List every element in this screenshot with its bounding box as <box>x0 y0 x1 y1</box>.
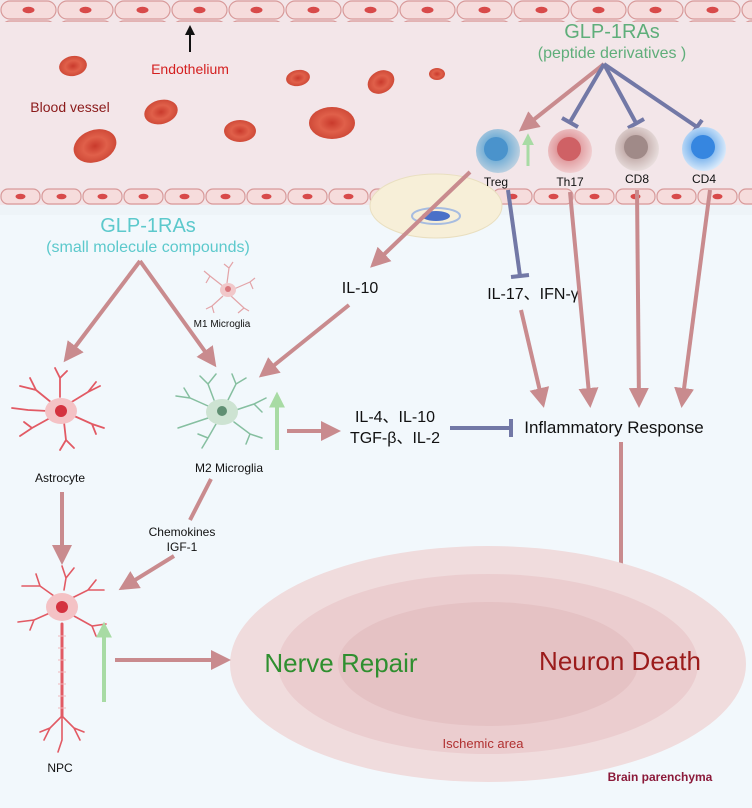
m1-microglia-cell <box>203 261 256 314</box>
cytokines-inhibit-inflammation <box>450 419 513 437</box>
glp1ras-small-subtitle: (small molecule compounds) <box>46 239 250 256</box>
treg-label: Treg <box>484 175 508 189</box>
glp1ras-small-title: GLP-1RAs <box>100 215 196 237</box>
neuron-death-label: Neuron Death <box>539 646 701 676</box>
peptide-inhibits-cd8 <box>602 63 645 130</box>
brain-parenchyma-label: Brain parenchyma <box>608 770 713 784</box>
glp1ras-peptide-title: GLP-1RAs <box>564 21 660 43</box>
th17-to-inflammatory-arrow <box>568 191 599 408</box>
cytokines-line2: TGF-β、IL-2 <box>350 430 440 447</box>
npc-cell <box>17 565 107 753</box>
glp1ras-peptide-subtitle: (peptide derivatives ) <box>538 45 687 62</box>
small-molecule-to-astrocyte-arrow <box>63 259 142 363</box>
npc-axon-segments <box>58 635 66 709</box>
cd4-cell <box>682 127 726 171</box>
cd8-label: CD8 <box>625 172 649 186</box>
cd4-to-inflammatory-arrow <box>674 189 712 408</box>
il17-ifn-label: IL-17、IFN-γ <box>487 286 579 303</box>
endothelium-label: Endothelium <box>151 61 229 77</box>
m1-microglia-label: M1 Microglia <box>194 319 251 330</box>
red-blood-cells <box>59 55 445 163</box>
il10-label: IL-10 <box>342 280 379 297</box>
ischemic-area <box>230 546 746 782</box>
treg-cell <box>476 129 520 173</box>
astrocyte-label: Astrocyte <box>35 471 85 485</box>
igf1-label: IGF-1 <box>167 540 198 554</box>
cytokines-line1: IL-4、IL-10 <box>355 409 435 426</box>
m2-microglia-cell <box>175 373 267 449</box>
blood-vessel-label: Blood vessel <box>30 99 109 115</box>
chemokines-to-npc-arrow <box>118 554 176 591</box>
chemokines-label: Chemokines <box>149 525 216 539</box>
inflammatory-response-label: Inflammatory Response <box>524 418 704 437</box>
m2-to-chemokines-line <box>188 478 213 521</box>
astrocyte-cell <box>11 367 105 451</box>
il10-to-m2-arrow <box>258 303 351 378</box>
cd4-label: CD4 <box>692 172 716 186</box>
treg-to-il10-arrow <box>370 170 472 268</box>
peptide-inhibits-th17 <box>561 62 606 129</box>
endothelium-top-layer <box>0 0 752 22</box>
peptide-activates-treg-arrow <box>518 62 606 132</box>
th17-cell <box>548 129 592 173</box>
treg-inhibits-il17-ifn <box>506 189 530 279</box>
cd8-to-inflammatory-arrow <box>628 189 649 408</box>
th17-label: Th17 <box>556 175 584 189</box>
cd8-cell <box>615 127 659 171</box>
ischemic-area-label: Ischemic area <box>443 736 525 751</box>
nerve-repair-label: Nerve Repair <box>264 648 418 678</box>
small-molecule-to-m2-arrow <box>138 259 217 368</box>
m2-microglia-label: M2 Microglia <box>195 461 263 475</box>
il17-ifn-to-inflammatory-arrow <box>519 309 550 408</box>
npc-label: NPC <box>47 761 73 775</box>
